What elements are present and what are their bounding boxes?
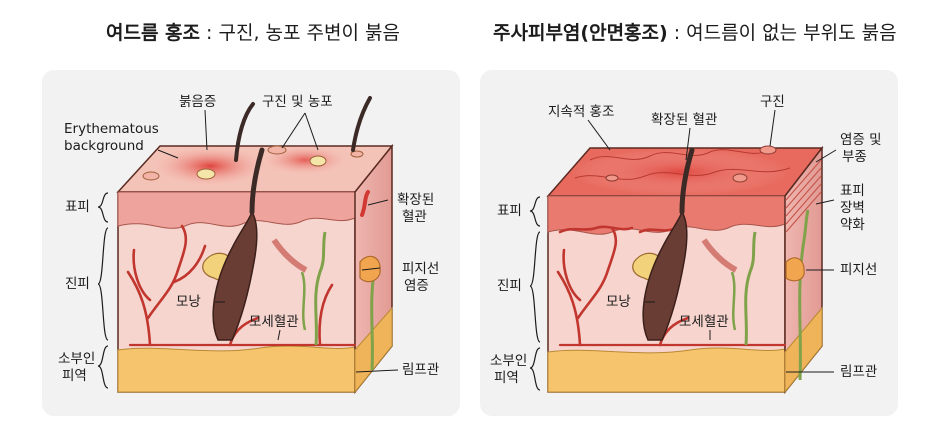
right-label-sebaceous: 피지선 [840, 262, 878, 278]
left-pustule-2 [309, 155, 327, 167]
left-hair-2 [351, 96, 372, 152]
left-label-subcutis-line2: 피역 [62, 368, 87, 384]
left-subcutis-layer [117, 345, 356, 393]
left-epidermis-layer [117, 191, 356, 229]
left-label-sebaceous-line2: 염증 [404, 278, 429, 294]
right-label-inflammation-line1: 염증 및 [840, 132, 882, 148]
left-title-rest: : 구진, 농포 주변이 붉음 [200, 22, 400, 44]
right-title-rest: : 여드름이 없는 부위도 붉음 [667, 22, 897, 44]
left-pustule [196, 168, 216, 180]
right-papule-2 [732, 173, 748, 183]
right-title-bold: 주사피부염(안면홍조) [493, 22, 668, 44]
right-panel-title: 주사피부염(안면홍조) : 여드름이 없는 부위도 붉음 [493, 18, 897, 45]
right-label-dilated-vessel: 확장된 혈관 [651, 112, 718, 128]
left-label-sebaceous-line1: 피지선 [402, 261, 440, 277]
right-label-capillary: 모세혈관 [679, 314, 729, 330]
left-label-lymph: 림프관 [402, 362, 440, 378]
left-title-bold: 여드름 홍조 [106, 22, 201, 44]
left-label-dermis: 진피 [65, 276, 90, 292]
left-hair [234, 102, 255, 162]
right-label-barrier-line3: 약화 [840, 217, 865, 233]
right-label-papule: 구진 [760, 94, 785, 110]
left-label-subcutis-line1: 소부인 [58, 351, 96, 367]
right-label-follicle: 모낭 [606, 294, 631, 310]
left-redness-patch [152, 146, 268, 186]
left-label-follicle: 모낭 [176, 294, 201, 310]
right-label-lymph: 림프관 [840, 364, 878, 380]
right-label-epidermis: 표피 [497, 203, 522, 219]
left-label-redness: 붉음증 [179, 94, 217, 110]
right-label-persistent-redness: 지속적 홍조 [548, 104, 615, 120]
right-skin-block [546, 145, 824, 395]
left-label-papule-pustule: 구진 및 농포 [262, 94, 333, 110]
left-papule-2 [142, 171, 160, 181]
right-lymph-vessel [744, 231, 757, 346]
right-lymph-side [798, 209, 810, 381]
right-label-barrier-line1: 표피 [840, 183, 865, 199]
right-subcutis-layer [547, 347, 786, 393]
right-papule-3 [605, 174, 619, 182]
left-label-dilated-vessel-line2: 혈관 [402, 209, 427, 225]
left-papule-3 [350, 150, 364, 158]
right-label-inflammation-line2: 부종 [842, 149, 867, 165]
right-side-subcutis [784, 306, 823, 394]
right-sebaceous-side [785, 257, 805, 282]
left-label-dilated-vessel-line1: 확장된 [397, 192, 435, 208]
right-label-dermis: 진피 [497, 278, 522, 294]
left-lymph-vessel [314, 231, 327, 346]
left-label-erythematous-line1: Erythematous [64, 121, 159, 137]
right-label-subcutis-line1: 소부인 [490, 353, 528, 369]
left-label-epidermis: 표피 [65, 199, 90, 215]
right-papule [759, 145, 777, 155]
left-label-erythematous-line2: background [64, 138, 144, 154]
right-persistent-redness [570, 148, 790, 196]
right-label-subcutis-line2: 피역 [494, 370, 519, 386]
left-skin-block [116, 96, 394, 395]
left-papule [267, 145, 287, 155]
right-label-barrier-line2: 장벽 [840, 200, 865, 216]
left-panel-title: 여드름 홍조 : 구진, 농포 주변이 붉음 [106, 18, 400, 45]
left-label-capillary: 모세혈관 [249, 314, 299, 330]
